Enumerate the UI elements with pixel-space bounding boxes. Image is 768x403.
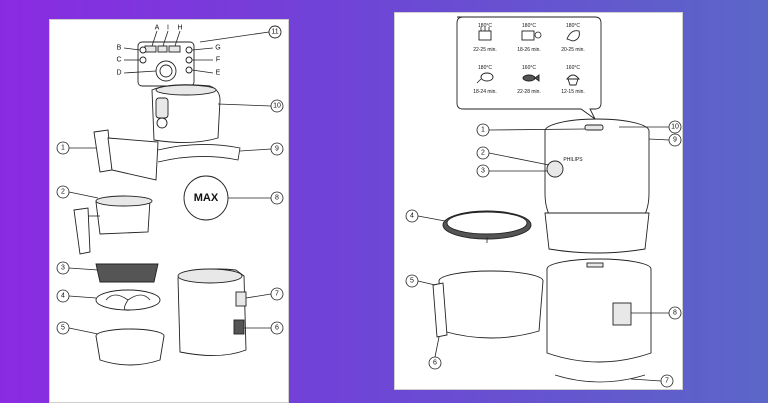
meat-icon <box>566 30 580 42</box>
basket-2 <box>73 195 153 255</box>
r-callout-10: 10 <box>671 124 679 131</box>
basket-drawer-1 <box>93 129 241 181</box>
left-diagram-panel: A I H B C D G F E 11 10 <box>49 19 289 403</box>
callout-2: 2 <box>61 189 65 196</box>
preset-1-temp: 180°C <box>478 23 492 29</box>
frozen-fries-icon <box>521 30 542 41</box>
preset-5-temp: 160°C <box>522 65 536 71</box>
right-diagram-svg: 180°C 22-25 min. 180°C 18-26 min. 180°C … <box>405 16 682 388</box>
preset-fish: 160°C 22-28 min. <box>517 65 541 95</box>
r-callout-1: 1 <box>481 127 485 134</box>
label-I: I <box>167 25 169 32</box>
label-E: E <box>216 70 221 77</box>
label-H: H <box>177 25 182 32</box>
fan-insert <box>95 289 161 311</box>
callout-1: 1 <box>61 145 65 152</box>
callout-9: 9 <box>275 146 279 153</box>
detached-basket <box>432 270 544 339</box>
label-C: C <box>116 57 121 64</box>
preset-1-time: 22-25 min. <box>473 47 497 53</box>
r-callout-6: 6 <box>433 360 437 367</box>
label-G: G <box>215 45 220 52</box>
drumstick-icon <box>476 72 494 84</box>
airfryer-closed-unit <box>177 268 247 357</box>
label-D: D <box>116 70 121 77</box>
preset-muffin: 160°C 12-15 min. <box>561 65 585 95</box>
r-callout-2: 2 <box>481 150 485 157</box>
preset-6-temp: 160°C <box>566 65 580 71</box>
preset-5-time: 22-28 min. <box>517 89 541 95</box>
airfryer-with-basket: PHILIPS <box>544 118 650 254</box>
fries-icon <box>478 27 492 41</box>
preset-meat: 180°C 20-25 min. <box>561 23 585 53</box>
preset-4-time: 18-24 min. <box>473 89 497 95</box>
callout-5: 5 <box>61 325 65 332</box>
fish-icon <box>522 74 540 82</box>
left-diagram-svg: A I H B C D G F E 11 10 <box>56 25 284 366</box>
r-callout-4: 4 <box>410 213 414 220</box>
label-F: F <box>216 57 220 64</box>
closed-airfryer-rear <box>546 258 652 383</box>
r-callout-5: 5 <box>410 278 414 285</box>
right-diagram-panel: 180°C 22-25 min. 180°C 18-26 min. 180°C … <box>394 12 683 390</box>
preset-drumstick: 180°C 18-24 min. <box>473 65 497 95</box>
callout-6: 6 <box>275 325 279 332</box>
label-A: A <box>155 25 160 32</box>
label-B: B <box>117 45 122 52</box>
muffin-icon <box>566 74 580 86</box>
preset-3-time: 20-25 min. <box>561 47 585 53</box>
r-callout-7: 7 <box>665 378 669 385</box>
grill-plate <box>95 263 159 283</box>
r-callout-3: 3 <box>481 168 485 175</box>
preset-frozen-fries: 180°C 18-26 min. <box>517 23 542 53</box>
brand-label: PHILIPS <box>563 157 583 163</box>
baking-pan <box>95 328 165 366</box>
callout-8: 8 <box>275 195 279 202</box>
preset-3-temp: 180°C <box>566 23 580 29</box>
callout-11: 11 <box>271 29 278 36</box>
preset-2-temp: 180°C <box>522 23 536 29</box>
callout-7: 7 <box>275 291 279 298</box>
airfryer-main-unit <box>151 84 221 144</box>
control-panel-drawing <box>137 41 195 87</box>
max-label: MAX <box>194 192 219 204</box>
preset-6-time: 12-15 min. <box>561 89 585 95</box>
r-callout-9: 9 <box>673 137 677 144</box>
preset-4-temp: 180°C <box>478 65 492 71</box>
preset-fries: 180°C 22-25 min. <box>473 23 497 53</box>
preset-2-time: 18-26 min. <box>517 47 541 53</box>
r-callout-8: 8 <box>673 310 677 317</box>
callout-4: 4 <box>61 293 65 300</box>
callout-10: 10 <box>273 103 281 110</box>
round-grill-plate <box>442 210 532 243</box>
callout-3: 3 <box>61 265 65 272</box>
